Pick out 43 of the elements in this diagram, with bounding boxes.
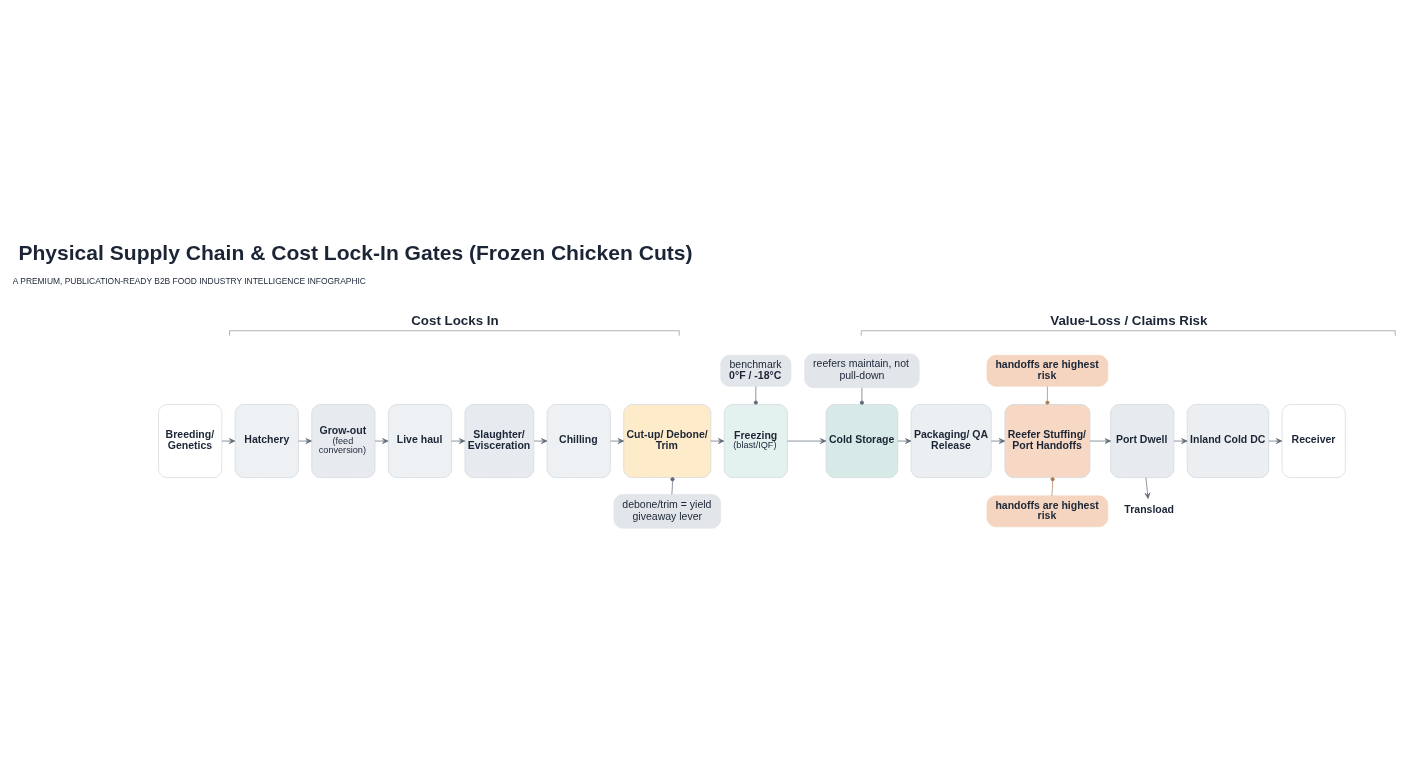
- node-box: Hatchery: [234, 403, 299, 478]
- node-box: Inland Cold DC: [1186, 403, 1270, 478]
- connector: [670, 476, 675, 495]
- node-box: Freezing (blast/IQF): [723, 403, 788, 478]
- connector: [1050, 476, 1055, 496]
- label: Value-Loss / Claims Risk: [1050, 312, 1208, 328]
- node-box: reefers maintain, not pull-down: [804, 353, 920, 388]
- connector: [1045, 385, 1050, 405]
- node-text: Transload: [1124, 502, 1175, 515]
- node-box: Port Dwell: [1110, 403, 1175, 478]
- node-box: Receiver: [1281, 403, 1346, 478]
- node-box: Chilling: [546, 403, 611, 478]
- arrow: [221, 437, 236, 444]
- arrow: [1144, 476, 1151, 499]
- arrow: [787, 437, 827, 444]
- diagram-title: Physical Supply Chain & Cost Lock-In Gates (Frozen Chicken Cuts): [18, 240, 693, 264]
- arrow: [1089, 437, 1111, 444]
- node-box: Live haul: [388, 403, 452, 478]
- node-box: handoffs are highest risk: [986, 354, 1109, 387]
- node-box: Breeding/ Genetics: [158, 403, 223, 478]
- arrow: [610, 437, 624, 444]
- node-box: Packaging/ QA Release: [910, 403, 992, 478]
- connector: [753, 385, 758, 405]
- node-box: debone/trim = yield giveaway lever: [613, 493, 722, 529]
- label: Cost Locks In: [411, 312, 499, 328]
- node-box: benchmark 0°F / -18°C: [720, 354, 792, 387]
- node-box: Cold Storage: [825, 403, 899, 478]
- arrow: [451, 437, 466, 444]
- node-box: Cut-up/ Debone/ Trim: [623, 403, 712, 478]
- label: A PREMIUM, PUBLICATION-READY B2B FOOD INDUSTRY INTELLIGENCE INFOGRAPHIC: [12, 275, 366, 286]
- arrow: [1173, 437, 1188, 444]
- connector: [859, 386, 864, 405]
- node-box: Slaughter/ Evisceration: [464, 403, 535, 478]
- arrow: [298, 437, 312, 444]
- arrow: [897, 437, 912, 444]
- node-box: Reefer Stuffing/ Port Handoffs: [1004, 403, 1091, 478]
- arrow: [710, 437, 725, 444]
- arrow: [374, 437, 389, 444]
- node-box: handoffs are highest risk: [986, 495, 1109, 527]
- arrow: [991, 437, 1006, 444]
- arrow: [533, 437, 548, 444]
- node-box: Grow-out (feed conversion): [311, 403, 376, 478]
- arrow: [1268, 437, 1283, 444]
